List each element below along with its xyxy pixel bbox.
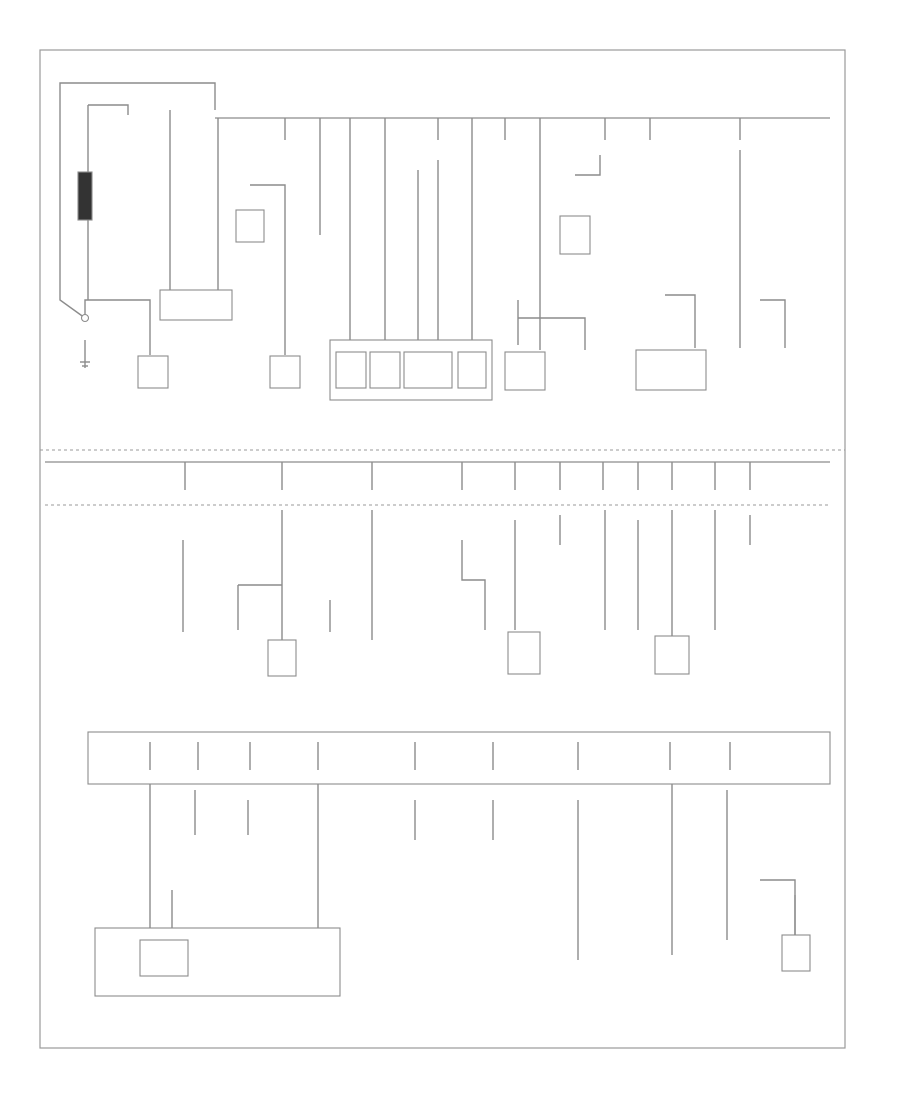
bottom-fuse-taps	[149, 742, 731, 770]
relay-2	[369, 351, 401, 389]
middle-fuse-junction	[507, 631, 541, 675]
wire-red-e	[517, 300, 586, 350]
top-section	[59, 82, 830, 401]
middle-fuse-taps	[184, 462, 751, 490]
wire-battery-feed	[59, 82, 216, 319]
wire-yellow-f	[575, 155, 601, 176]
sensor-module-a	[235, 209, 265, 243]
bottom-section	[87, 731, 831, 997]
starter-relay	[137, 355, 169, 389]
relay-4	[457, 351, 487, 389]
relay-1	[335, 351, 367, 389]
wire-battery-to-starter	[84, 299, 151, 355]
bottom-fuse-box	[87, 731, 831, 785]
fusible-link	[77, 171, 93, 221]
wire-alternator-feed	[88, 104, 129, 115]
ecm-module	[559, 215, 591, 255]
wire-yellow-m5	[461, 540, 486, 630]
generator	[159, 289, 233, 321]
interior-light-module	[654, 635, 690, 675]
wire-salmon-module	[250, 184, 286, 355]
battery-junction-box	[94, 927, 341, 997]
wire-cyan-i	[760, 299, 786, 348]
wire-green-m2	[237, 510, 283, 640]
powertrain-control-module	[269, 355, 301, 389]
top-fuse-taps	[217, 118, 741, 140]
wire-cyan-g	[665, 294, 696, 348]
instrument-cluster	[635, 349, 707, 391]
bjb-relay	[139, 939, 189, 977]
brake-module	[504, 351, 546, 391]
left-cornering-lamp	[267, 639, 297, 677]
battery-ground-symbol	[80, 313, 90, 368]
diagram-frame	[39, 49, 846, 1049]
right-rear-module	[781, 934, 811, 972]
wire-salmon-b12	[760, 879, 796, 935]
relay-3	[403, 351, 453, 389]
middle-section	[45, 461, 830, 677]
